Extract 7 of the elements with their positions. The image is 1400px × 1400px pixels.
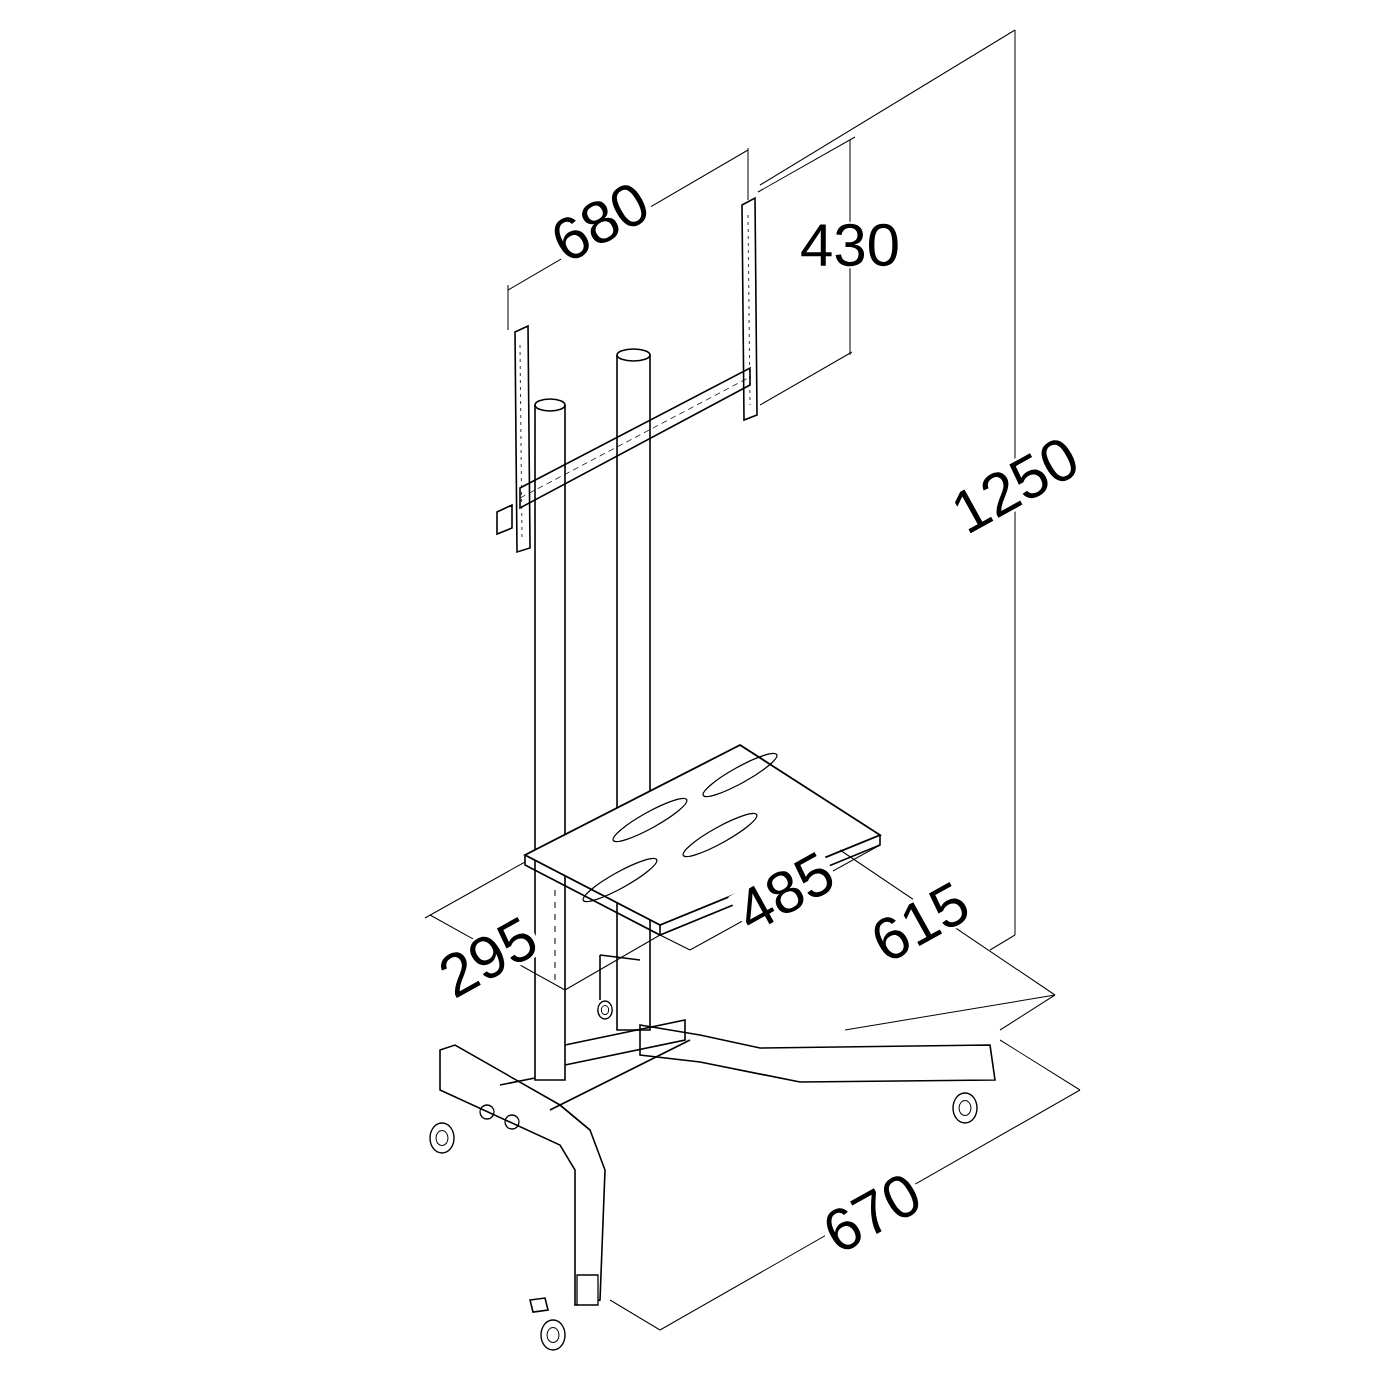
- dimension-label: 430: [797, 221, 903, 269]
- dimension-label: 485: [728, 846, 842, 938]
- dimension-label: 295: [431, 911, 545, 1003]
- dimension-label: 680: [543, 176, 657, 268]
- dimension-label: 670: [815, 1167, 929, 1259]
- dimension-label: 1250: [943, 431, 1087, 539]
- dimension-label: 615: [863, 876, 977, 968]
